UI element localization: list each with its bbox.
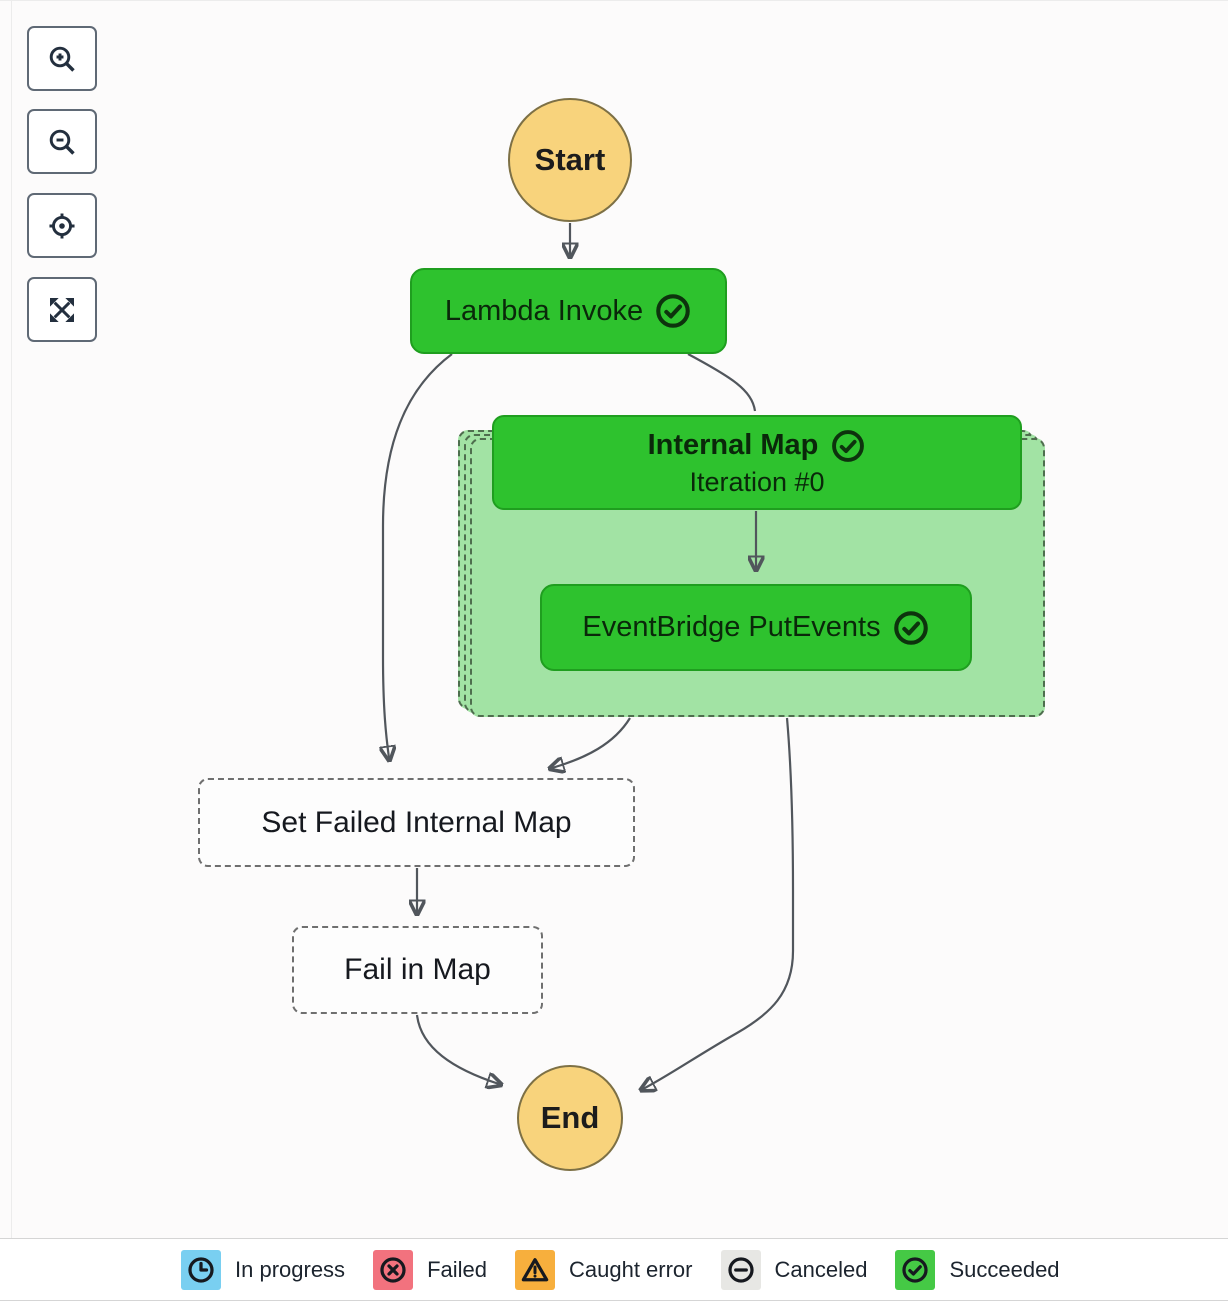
node-set-failed-internal-map[interactable]: Set Failed Internal Map (198, 778, 635, 867)
edge-fail-to-end (415, 1014, 499, 1084)
succeeded-check-icon (893, 610, 928, 645)
circle-x-icon (380, 1256, 406, 1283)
legend-label: Failed (427, 1256, 487, 1282)
node-end: End (517, 1065, 623, 1171)
edge-map-to-end (643, 717, 795, 1089)
node-label: Set Failed Internal Map (261, 805, 572, 839)
crosshair-target-icon (49, 212, 75, 239)
node-eventbridge-putevents[interactable]: EventBridge PutEvents (540, 584, 972, 671)
internal-map-title-row: Internal Map (648, 428, 867, 464)
in-progress-swatch (181, 1249, 221, 1290)
edge-map-to-set-failed (552, 717, 631, 768)
node-label: Start (534, 142, 606, 177)
node-label: Fail in Map (344, 953, 491, 986)
legend-item-succeeded: Succeeded (895, 1249, 1060, 1290)
expand-arrows-icon (50, 297, 74, 322)
canceled-swatch (720, 1249, 761, 1290)
legend-item-caught-error: Caught error (514, 1249, 693, 1290)
succeeded-check-icon (832, 429, 865, 462)
warning-triangle-icon (521, 1257, 549, 1281)
node-lambda-invoke[interactable]: Lambda Invoke (410, 268, 727, 354)
status-legend: In progress Failed Caught error (0, 1238, 1228, 1301)
node-start: Start (508, 98, 632, 222)
center-view-button[interactable] (27, 193, 97, 258)
legend-item-failed: Failed (373, 1249, 487, 1290)
edge-lambda-to-set-failed (383, 353, 453, 758)
node-fail-in-map[interactable]: Fail in Map (292, 926, 543, 1014)
succeeded-swatch (895, 1249, 936, 1290)
failed-swatch (373, 1249, 414, 1290)
node-internal-map[interactable]: Internal Map Iteration #0 (492, 415, 1022, 510)
node-label: Internal Map (647, 429, 819, 461)
zoom-out-button[interactable] (27, 109, 97, 174)
edge-lambda-to-map (687, 353, 757, 412)
fit-view-button[interactable] (27, 277, 97, 342)
node-label: Lambda Invoke (444, 294, 644, 327)
caught-error-swatch (514, 1249, 555, 1290)
legend-item-canceled: Canceled (720, 1249, 868, 1290)
circle-minus-icon (727, 1256, 754, 1283)
legend-label: Succeeded (949, 1256, 1060, 1282)
succeeded-check-icon (656, 294, 690, 328)
legend-label: Caught error (568, 1256, 693, 1282)
graph-canvas[interactable]: Internal Map Iteration #0 Start Lambda I… (0, 0, 1228, 1238)
zoom-in-button[interactable] (27, 26, 97, 91)
magnifier-plus-icon (49, 46, 75, 72)
legend-label: Canceled (774, 1256, 868, 1282)
legend-item-in-progress: In progress (181, 1249, 346, 1290)
node-label: EventBridge PutEvents (582, 611, 881, 643)
magnifier-minus-icon (49, 129, 75, 155)
node-label: End (540, 1100, 600, 1135)
legend-label: In progress (235, 1256, 346, 1282)
map-iteration-label: Iteration #0 (689, 466, 825, 497)
clock-icon (188, 1256, 214, 1283)
circle-check-icon (902, 1256, 929, 1283)
